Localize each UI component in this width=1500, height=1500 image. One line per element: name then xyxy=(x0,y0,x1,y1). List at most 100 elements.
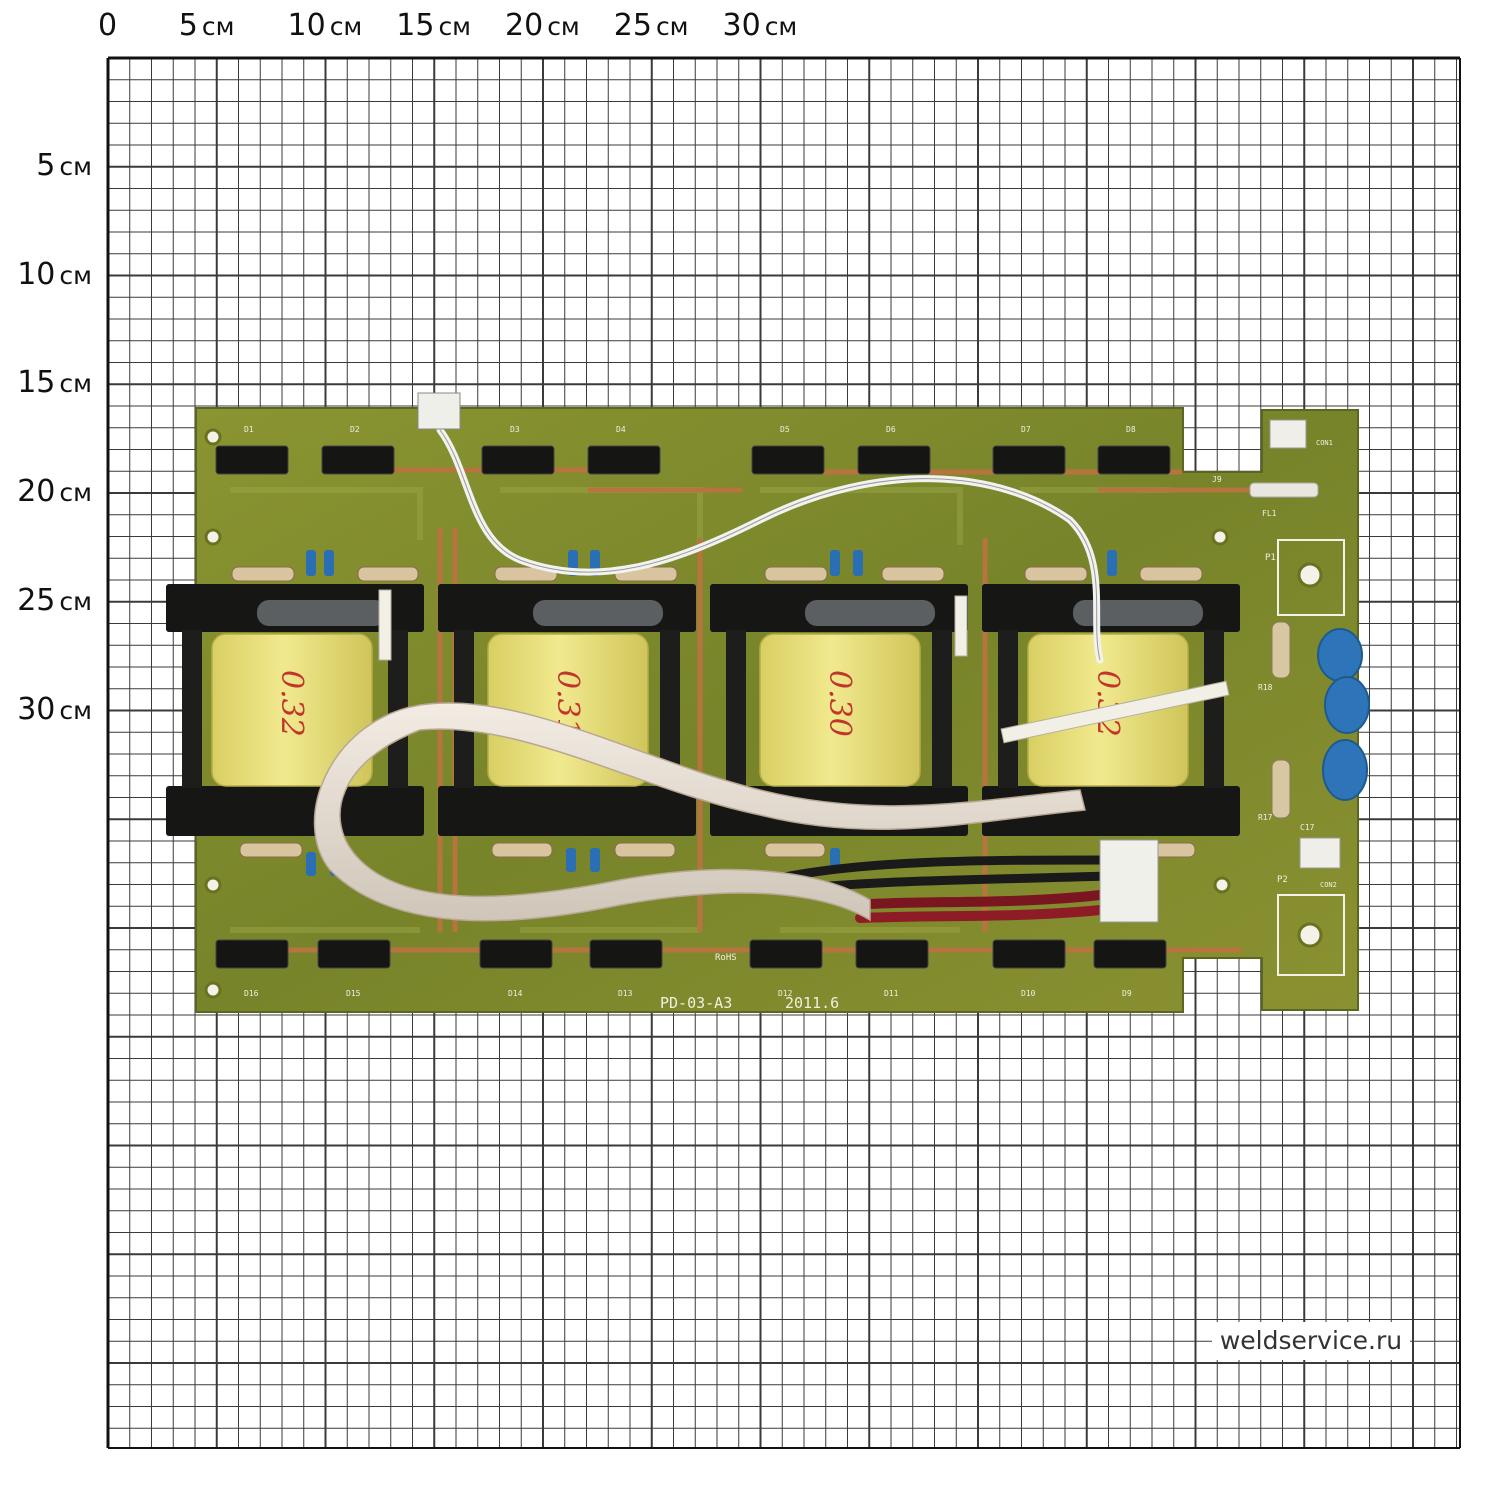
diode-label: D16 xyxy=(244,989,259,998)
diode-label: D4 xyxy=(616,425,626,434)
resistor-row-top xyxy=(231,566,1203,582)
coil-handwritten-mark: 0.32 xyxy=(274,670,309,737)
insulation-tape-wrap xyxy=(257,600,387,626)
svg-text:R18: R18 xyxy=(1258,683,1273,692)
braided-sleeve-cable xyxy=(313,702,1086,922)
svg-text:P2: P2 xyxy=(1277,875,1288,885)
ferrite-core-bottom xyxy=(438,786,696,836)
x-axis-label: 0 xyxy=(98,8,117,43)
diode-label: D12 xyxy=(778,989,793,998)
board-model-text: PD-03-A3 xyxy=(660,994,732,1012)
y-axis-label-value: 15 xyxy=(17,365,56,401)
x-axis-label-value: 10 xyxy=(287,8,326,43)
diode-package xyxy=(1093,939,1167,969)
diode-label: D9 xyxy=(1122,989,1132,998)
cable-ties xyxy=(378,589,1230,744)
diode-label: D8 xyxy=(1126,425,1136,434)
insulation-tape-wrap xyxy=(533,600,663,626)
ferrite-core-bottom xyxy=(166,786,424,836)
diode-package xyxy=(317,939,391,969)
diode-label: D7 xyxy=(1021,425,1031,434)
x-axis-label-value: 25 xyxy=(613,8,652,43)
ferrite-core-leg xyxy=(182,630,202,788)
y-axis-label-value: 10 xyxy=(17,256,56,292)
x-axis-label-value: 5 xyxy=(178,8,198,43)
diode-package xyxy=(992,445,1066,475)
diode-label: D15 xyxy=(346,989,361,998)
x-axis-label-value: 20 xyxy=(505,8,544,43)
x-axis-label-value: 15 xyxy=(396,8,435,43)
diode-package xyxy=(479,939,553,969)
insulation-tape-wrap xyxy=(805,600,935,626)
diode-package xyxy=(855,939,929,969)
watermark-text: weldservice.ru xyxy=(1212,1322,1410,1360)
y-axis-label-unit: см xyxy=(59,369,92,399)
diode-label: D14 xyxy=(508,989,523,998)
ferrite-core-leg xyxy=(1204,630,1224,788)
diode-label: D5 xyxy=(780,425,790,434)
y-axis-label-unit: см xyxy=(59,478,92,507)
x-axis-label-unit: см xyxy=(655,12,689,41)
ferrite-core-leg xyxy=(726,630,746,788)
ferrite-core-leg xyxy=(660,630,680,788)
y-axis-label-unit: см xyxy=(59,586,92,616)
power-connector xyxy=(1099,839,1159,923)
y-axis-label-value: 20 xyxy=(17,474,56,509)
x-axis-label-value: 0 xyxy=(98,8,118,43)
diode-package xyxy=(215,445,289,475)
insulation-tape-wrap xyxy=(1073,600,1203,626)
svg-text:CON1: CON1 xyxy=(1316,439,1333,447)
y-axis-label-unit: см xyxy=(59,260,92,290)
svg-text:J9: J9 xyxy=(1212,475,1222,484)
y-axis-label-unit: см xyxy=(59,695,92,725)
y-axis-label-value: 25 xyxy=(17,582,56,618)
x-axis-label-unit: см xyxy=(201,12,235,41)
ferrite-core-leg xyxy=(932,630,952,788)
x-axis-label-unit: см xyxy=(764,12,798,41)
diode-package xyxy=(215,939,289,969)
x-axis-label-unit: см xyxy=(547,12,580,41)
svg-text:P1: P1 xyxy=(1265,553,1276,563)
diode-label: D11 xyxy=(884,989,899,998)
diode-package xyxy=(321,445,395,475)
svg-text:CON2: CON2 xyxy=(1320,881,1337,889)
diode-label: D13 xyxy=(618,989,633,998)
x-axis-label-value: 30 xyxy=(722,8,761,43)
svg-text:C17: C17 xyxy=(1300,823,1315,832)
svg-text:R17: R17 xyxy=(1258,813,1273,822)
board-print: PD-03-A3 2011.6 RoHS CON1 CON2 FL1 J9 P1… xyxy=(660,439,1337,1012)
diode-label: D3 xyxy=(510,425,520,434)
diode-package xyxy=(992,939,1066,969)
diode-label: D2 xyxy=(350,425,360,434)
transformer-coil xyxy=(211,633,373,787)
diode-package xyxy=(749,939,823,969)
diode-label: D1 xyxy=(244,425,254,434)
diode-label: D6 xyxy=(886,425,896,434)
diode-package xyxy=(589,939,663,969)
y-axis-label-unit: см xyxy=(59,151,92,181)
diode-label: D10 xyxy=(1021,989,1036,998)
transformer-coil xyxy=(759,633,921,787)
coil-handwritten-mark: 0.32 xyxy=(1090,670,1125,737)
svg-text:FL1: FL1 xyxy=(1262,509,1277,518)
diode-package xyxy=(751,445,825,475)
coil-handwritten-mark: 0.30 xyxy=(822,670,857,737)
y-axis-label-value: 30 xyxy=(17,691,56,727)
diode-package xyxy=(481,445,555,475)
diode-package xyxy=(587,445,661,475)
wire-connector-plug xyxy=(417,392,461,430)
diode-package xyxy=(857,445,931,475)
